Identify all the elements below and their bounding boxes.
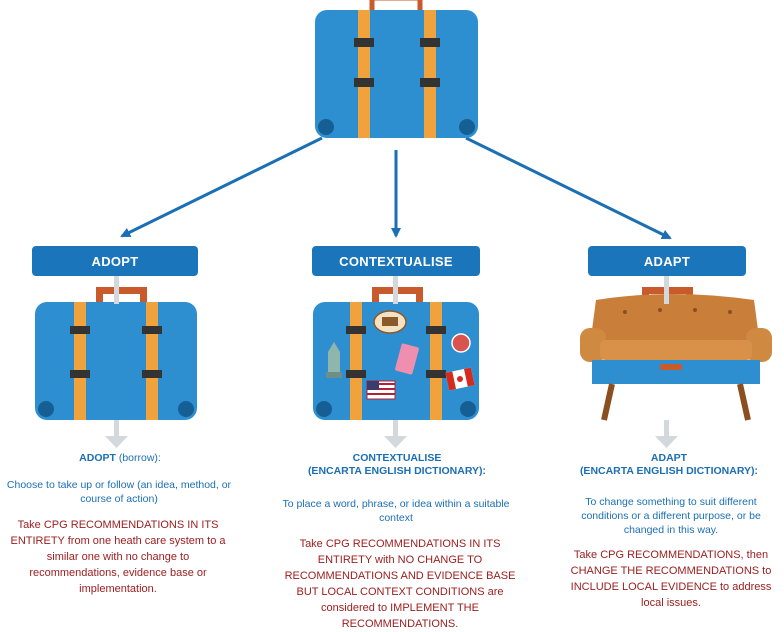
contextualise-title-sub: (ENCARTA ENGLISH DICTIONARY): <box>307 465 487 477</box>
adopt-title: ADOPT (borrow): <box>20 452 220 465</box>
adapt-banner: ADAPT <box>588 246 746 276</box>
adopt-title-word: ADOPT <box>79 452 116 464</box>
adopt-banner: ADOPT <box>32 246 198 276</box>
adopt-recommendation: Take CPG RECOMMENDATIONS IN ITS ENTIRETY… <box>10 519 226 595</box>
arrow-to-adapt <box>465 136 672 240</box>
sofa-suitcase-icon <box>580 287 772 421</box>
down-arrow-icon <box>655 268 678 448</box>
suitcase-icon <box>315 0 478 138</box>
contextualise-title-word: CONTEXTUALISE <box>352 452 442 464</box>
adopt-definition: Choose to take up or follow (an idea, me… <box>6 479 232 505</box>
adapt-title-word: ADAPT <box>650 452 688 464</box>
down-arrow-icon <box>384 268 407 448</box>
adapt-definition: To change something to suit different co… <box>581 496 761 536</box>
adapt-title: ADAPT (ENCARTA ENGLISH DICTIONARY): <box>556 452 782 478</box>
contextualise-banner: CONTEXTUALISE <box>312 246 480 276</box>
down-arrow-icon <box>105 268 128 448</box>
connector-arrows <box>120 136 672 240</box>
arrow-to-adopt <box>120 136 323 238</box>
suitcase-icon <box>35 287 197 420</box>
contextualise-recommendation: Take CPG RECOMMENDATIONS IN ITS ENTIRETY… <box>284 538 516 630</box>
adapt-title-sub: (ENCARTA ENGLISH DICTIONARY): <box>579 465 759 477</box>
adapt-recommendation: Take CPG RECOMMENDATIONS, then CHANGE TH… <box>570 549 772 609</box>
stickered-suitcase-icon <box>313 287 479 420</box>
contextualise-definition: To place a word, phrase, or idea within … <box>282 498 510 524</box>
contextualise-title: CONTEXTUALISE (ENCARTA ENGLISH DICTIONAR… <box>270 452 524 478</box>
adopt-title-suffix: (borrow): <box>115 452 161 464</box>
